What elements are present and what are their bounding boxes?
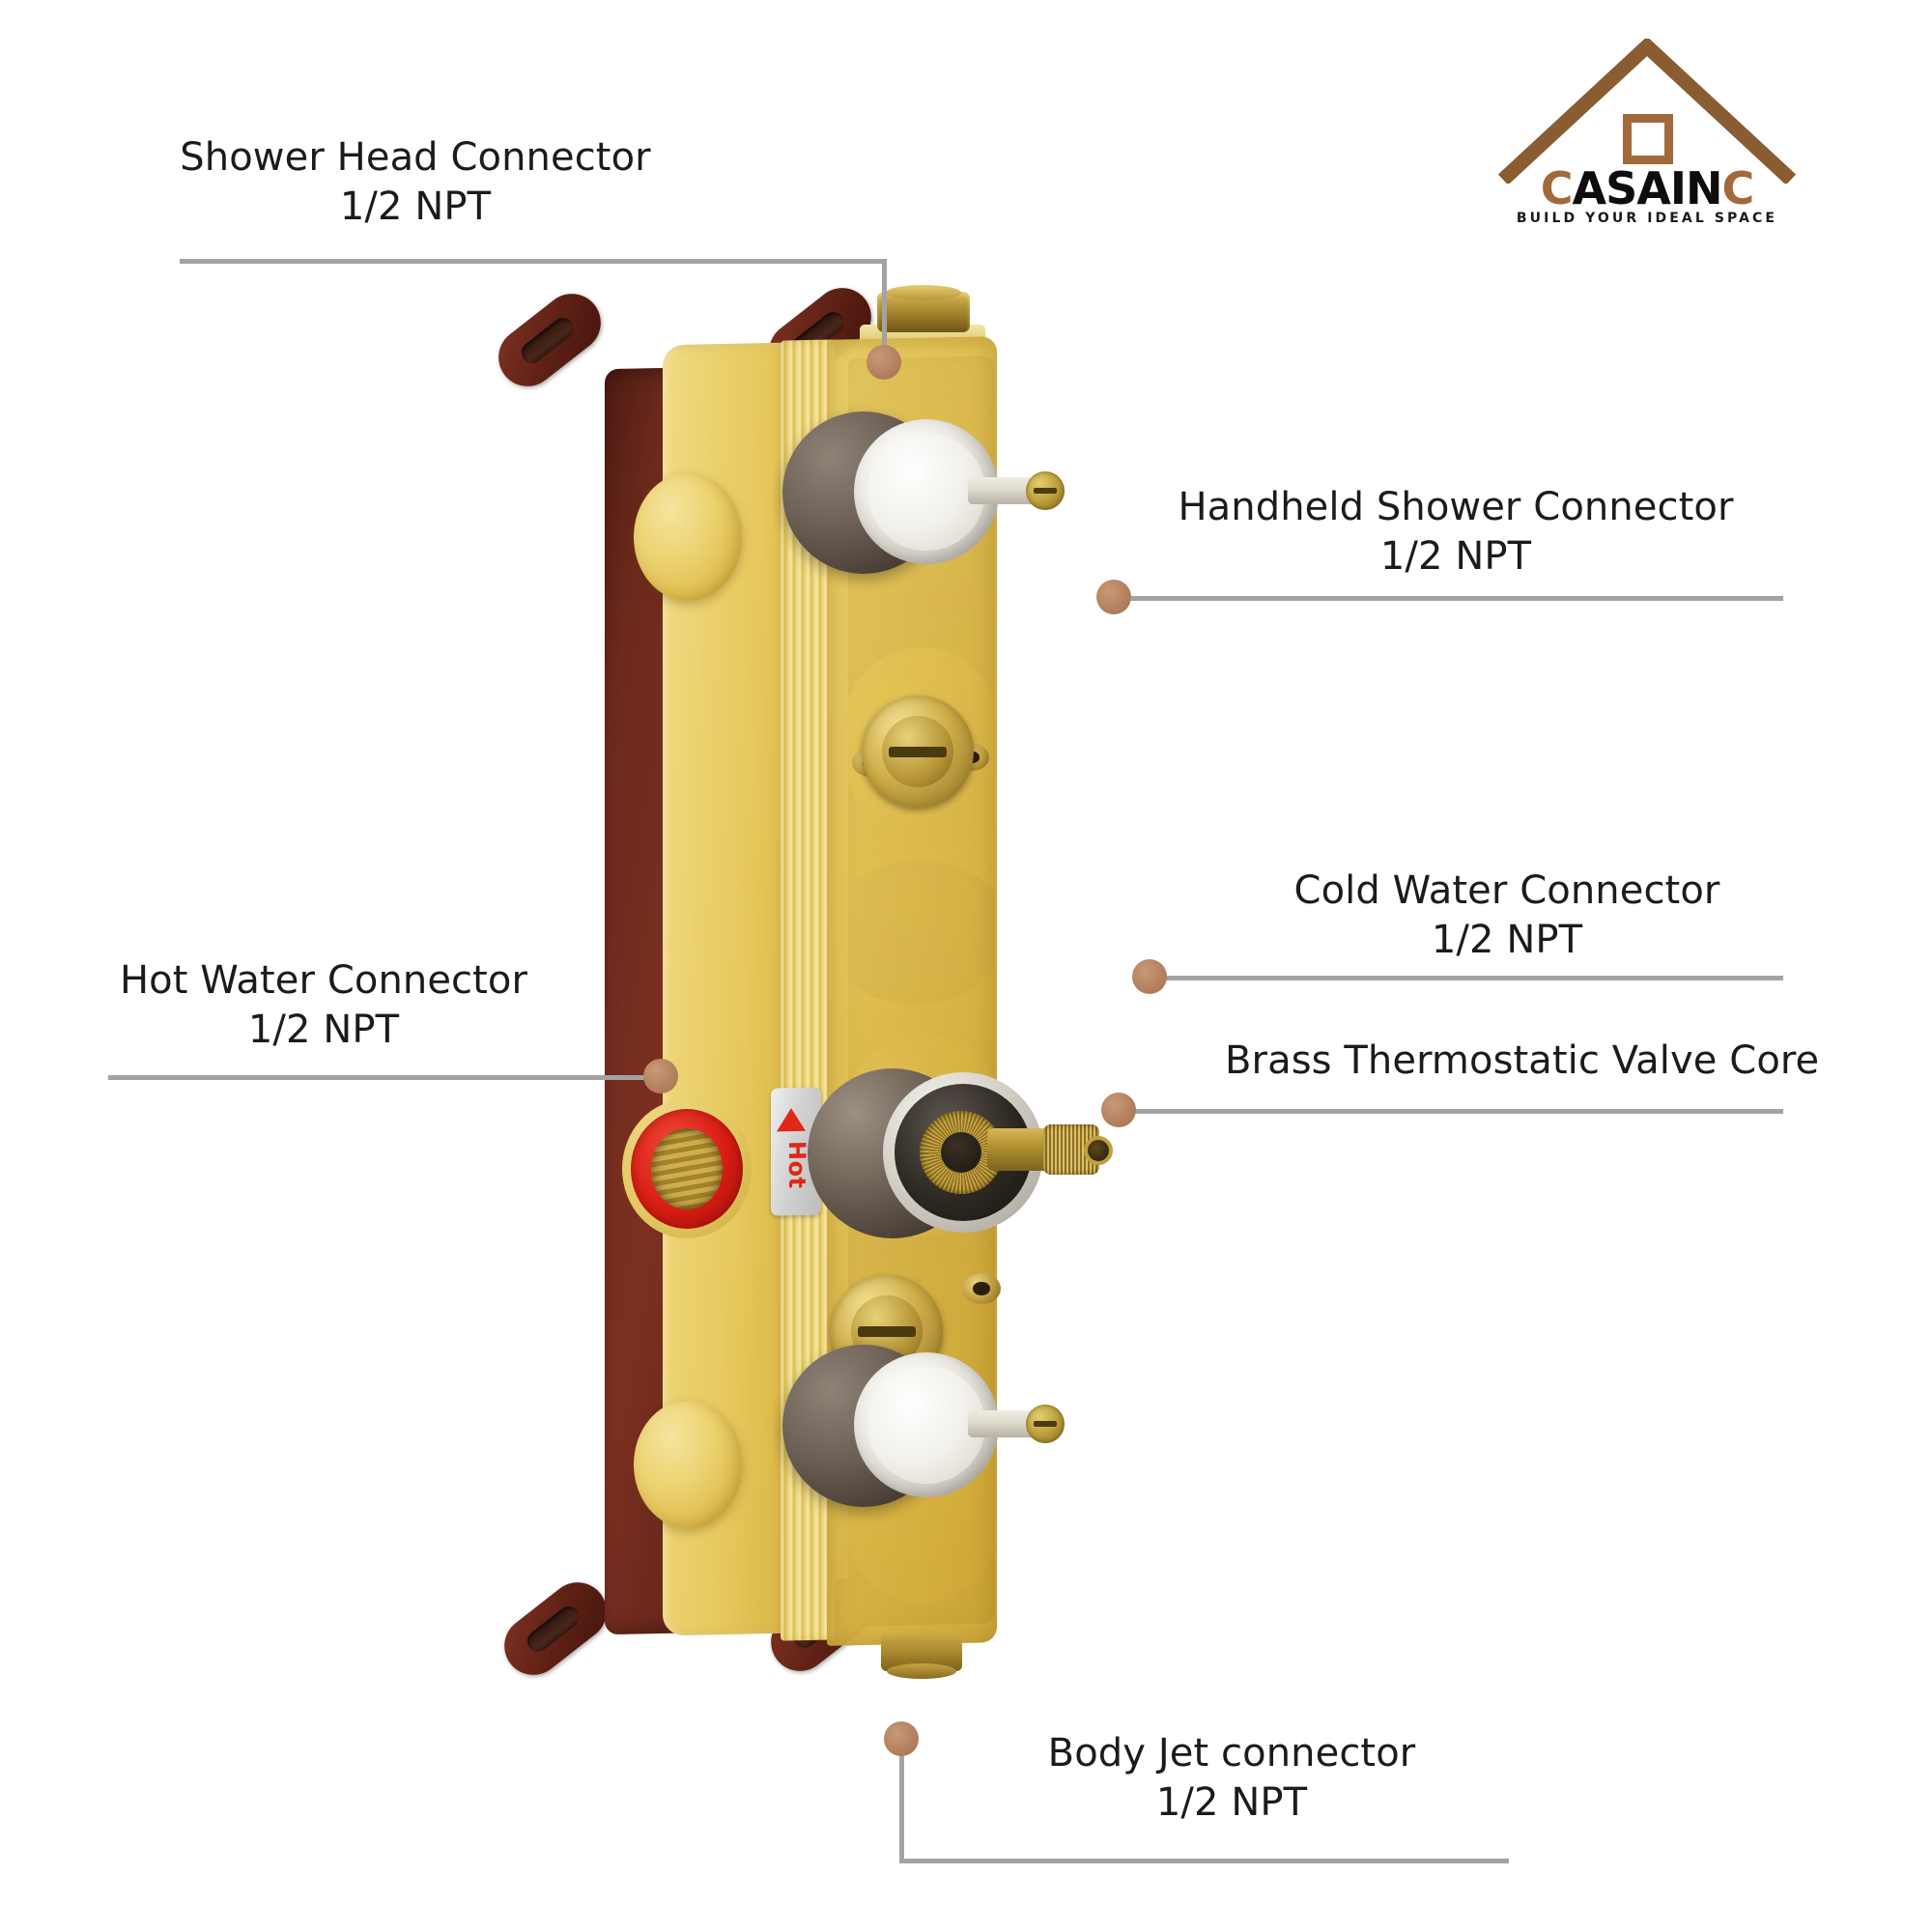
body-jet-outlet-port: [881, 1634, 962, 1679]
cartridge-cap-inner: [867, 1366, 985, 1484]
callout-brass-thermostatic-valve-core: Brass Thermostatic Valve Core: [1225, 1037, 1824, 1086]
callout-handheld-shower-connector: Handheld Shower Connector 1/2 NPT: [1151, 483, 1760, 582]
brand-logo: CASAINC BUILD YOUR IDEAL SPACE: [1488, 39, 1806, 226]
leader-line-shower-head-v: [882, 259, 887, 354]
side-plug-top: [634, 473, 742, 601]
callout-line2: 1/2 NPT: [1379, 534, 1532, 580]
callout-line1: Hot Water Connector: [119, 958, 528, 1003]
product-valve-body-image: Hot: [487, 276, 1113, 1719]
arrow-icon: [777, 1107, 806, 1132]
callout-dot-cold-water: [1132, 959, 1167, 994]
mounting-bracket-bottom-left: [493, 1571, 618, 1687]
callout-line2: 1/2 NPT: [247, 1008, 400, 1053]
leader-line-handheld-h: [1113, 596, 1783, 601]
leader-line-hot-water-h: [108, 1075, 661, 1080]
callout-dot-shower-head: [867, 345, 901, 380]
callout-line1: Cold Water Connector: [1293, 868, 1720, 913]
hot-label-text: Hot: [783, 1140, 810, 1189]
leader-line-shower-head-h: [180, 259, 887, 264]
callout-line2: 1/2 NPT: [1155, 1780, 1308, 1826]
brass-eyelet: [962, 1273, 1001, 1304]
callout-line1: Handheld Shower Connector: [1178, 485, 1734, 529]
callout-line1: Shower Head Connector: [180, 135, 651, 180]
brand-middle: ASAIN: [1572, 162, 1723, 214]
brand-c-trail: C: [1721, 162, 1754, 214]
leader-line-body-jet-v: [899, 1754, 904, 1862]
brass-screw-cap-upper: [862, 696, 974, 808]
brand-tagline: BUILD YOUR IDEAL SPACE: [1516, 211, 1778, 226]
cap-slot: [888, 747, 948, 757]
port-threaded-bore: [651, 1128, 723, 1209]
house-roof-icon: [1497, 39, 1797, 184]
house-window-icon: [1623, 114, 1673, 164]
cartridge-screw: [1026, 471, 1065, 510]
callout-line1: Brass Thermostatic Valve Core: [1225, 1038, 1820, 1083]
brand-c-lead: C: [1540, 162, 1574, 214]
hot-water-inlet-port: [622, 1099, 752, 1238]
cartridge-cap-inner: [867, 433, 985, 551]
shower-head-outlet-port: [877, 285, 970, 332]
callout-line1: Body Jet connector: [1047, 1731, 1416, 1776]
callout-line2: 1/2 NPT: [339, 185, 492, 230]
callout-dot-handheld: [1096, 580, 1131, 614]
callout-cold-water-connector: Cold Water Connector 1/2 NPT: [1246, 867, 1768, 965]
leader-line-cold-water-h: [1150, 976, 1783, 980]
callout-hot-water-connector: Hot Water Connector 1/2 NPT: [97, 956, 551, 1055]
cartridge-screw: [1026, 1405, 1065, 1443]
callout-dot-hot-water: [643, 1059, 678, 1094]
cap-slot: [857, 1326, 917, 1337]
leader-line-body-jet-h: [899, 1859, 1509, 1863]
brand-wordmark: CASAINC: [1488, 162, 1806, 214]
callout-shower-head-connector: Shower Head Connector 1/2 NPT: [164, 133, 667, 232]
leader-line-valve-core-h: [1119, 1109, 1783, 1114]
mounting-bracket-top-left: [487, 282, 612, 398]
core-stem-bore: [1084, 1136, 1113, 1165]
callout-line2: 1/2 NPT: [1431, 918, 1583, 963]
callout-dot-valve-core: [1101, 1093, 1136, 1127]
callout-body-jet-connector: Body Jet connector 1/2 NPT: [1019, 1729, 1444, 1828]
side-plug-bottom: [634, 1401, 742, 1528]
callout-dot-body-jet: [884, 1721, 919, 1756]
